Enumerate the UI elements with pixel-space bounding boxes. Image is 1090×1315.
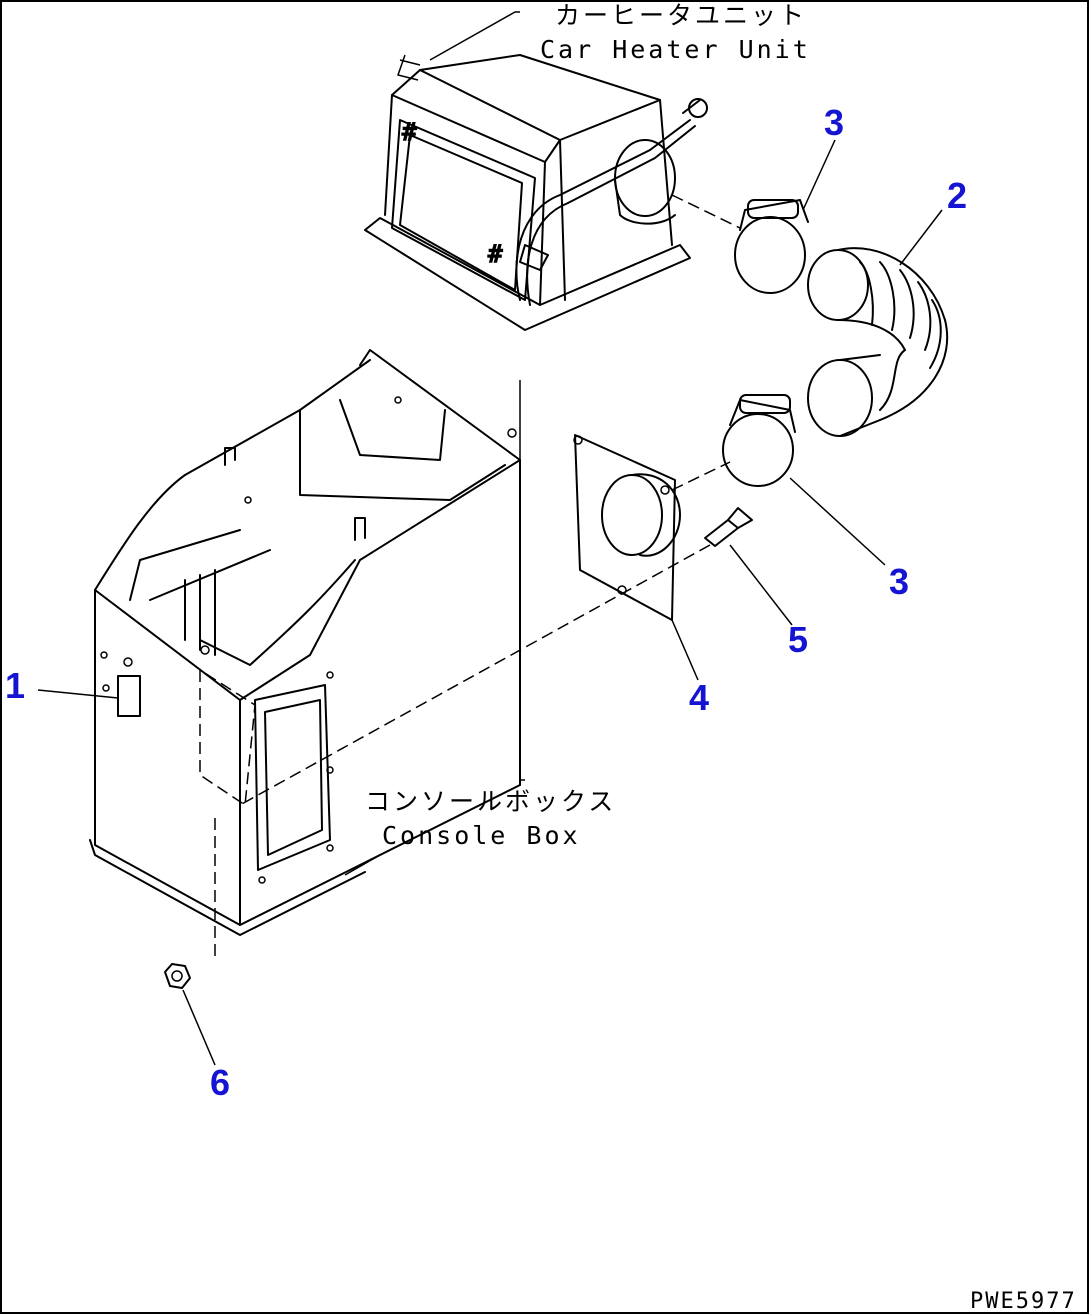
callout-1: 1 — [5, 665, 25, 706]
console-box-label-jp: コンソールボックス — [365, 787, 616, 816]
car-heater-unit: # # — [364, 54, 708, 331]
svg-text:#: # — [488, 240, 503, 268]
callout-3-lower: 3 — [889, 561, 909, 602]
hose-clamp-upper — [734, 199, 809, 294]
callout-5: 5 — [788, 619, 808, 660]
hose-clamp-lower — [722, 394, 796, 487]
heater-unit-label-jp: カーヒータユニット — [555, 1, 807, 30]
bolt — [704, 507, 753, 547]
console-box-label-en: Console Box — [382, 821, 581, 850]
nut — [164, 963, 191, 989]
callout-4: 4 — [689, 677, 709, 718]
drawing-number: PWE5977 — [970, 1289, 1077, 1314]
heater-unit-label-en: Car Heater Unit — [540, 35, 811, 64]
duct-hose — [807, 247, 949, 437]
callout-2: 2 — [947, 175, 967, 216]
callout-3-upper: 3 — [824, 102, 844, 143]
callout-6: 6 — [210, 1062, 230, 1103]
svg-text:#: # — [402, 118, 417, 146]
cover-plate — [573, 434, 681, 621]
console-box — [89, 349, 521, 936]
